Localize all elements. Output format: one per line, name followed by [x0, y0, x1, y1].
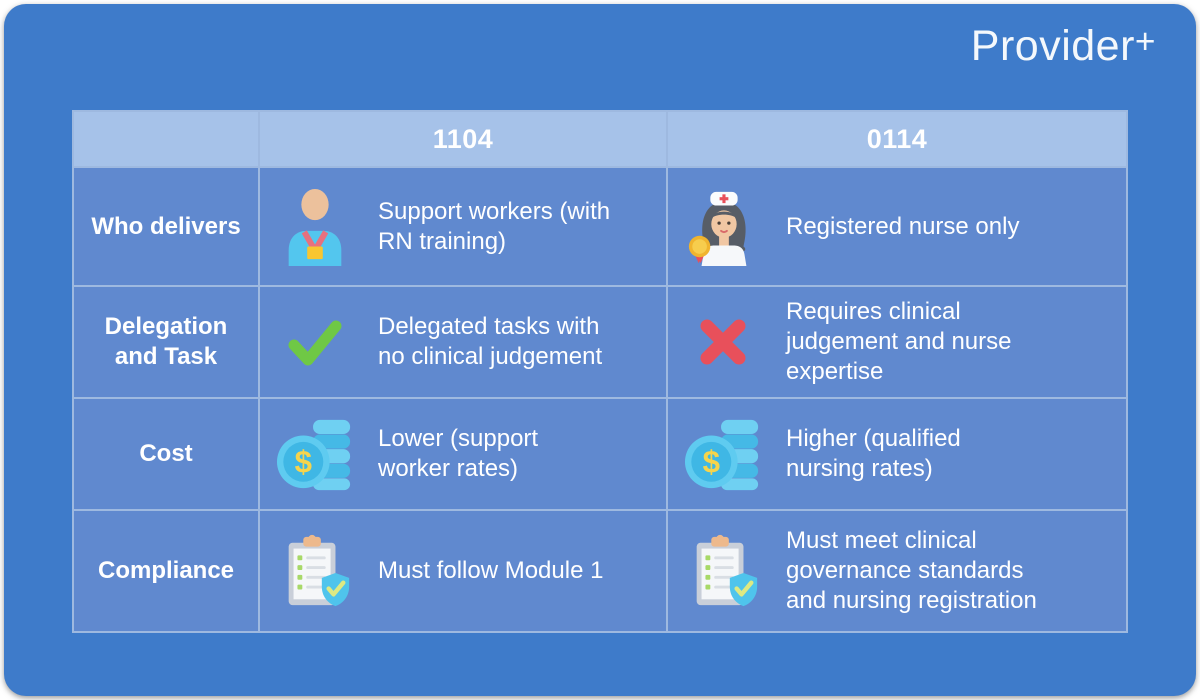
table-cell-compliance-1104: Must follow Module 1	[260, 511, 666, 631]
clipboard-shield-icon	[682, 532, 764, 610]
nurse-icon	[682, 188, 764, 266]
cell-text: Must meet clinical governance standards …	[786, 527, 1037, 614]
header-cell-0114: 0114	[668, 112, 1126, 166]
brand-logo-text: Provider	[970, 22, 1135, 70]
table-cell-who-delivers-1104: Support workers (with RN training)	[260, 168, 666, 285]
table-cell-compliance-0114: Must meet clinical governance standards …	[668, 511, 1126, 631]
comparison-table: 1104 0114 Who delivers Support workers (…	[72, 110, 1128, 633]
row-label-cost: Cost	[74, 399, 258, 509]
table-cell-delegation-0114: Requires clinical judgement and nurse ex…	[668, 287, 1126, 397]
svg-text:$: $	[703, 445, 720, 480]
cell-text: Lower (support worker rates)	[378, 425, 539, 482]
row-label-compliance: Compliance	[74, 511, 258, 631]
row-label-who-delivers: Who delivers	[74, 168, 258, 285]
checkmark-icon	[274, 313, 356, 371]
header-cell-empty	[74, 112, 258, 166]
header-cell-1104: 1104	[260, 112, 666, 166]
table-cell-cost-1104: $ Lower (support worker rates)	[260, 399, 666, 509]
brand-logo-plus: +	[1134, 22, 1156, 61]
cell-text: Support workers (with RN training)	[378, 197, 611, 255]
table-cell-cost-0114: $ Higher (qualified nursing rates)	[668, 399, 1126, 509]
brand-logo: Provider+	[971, 22, 1156, 71]
table-cell-delegation-1104: Delegated tasks with no clinical judgeme…	[260, 287, 666, 397]
row-label-delegation-and-task: Delegation and Task	[74, 287, 258, 397]
clipboard-shield-icon	[274, 532, 356, 610]
support-worker-icon	[274, 188, 356, 266]
cell-text: Registered nurse only	[786, 212, 1020, 240]
coins-icon: $	[274, 415, 356, 493]
coins-icon: $	[682, 415, 764, 493]
table-cell-who-delivers-0114: Registered nurse only	[668, 168, 1126, 285]
cell-text: Higher (qualified nursing rates)	[786, 425, 961, 482]
cell-text: Must follow Module 1	[378, 557, 604, 584]
cross-icon	[682, 315, 764, 369]
cell-text: Delegated tasks with no clinical judgeme…	[378, 313, 603, 370]
svg-text:$: $	[295, 445, 312, 480]
cell-text: Requires clinical judgement and nurse ex…	[786, 298, 1012, 385]
